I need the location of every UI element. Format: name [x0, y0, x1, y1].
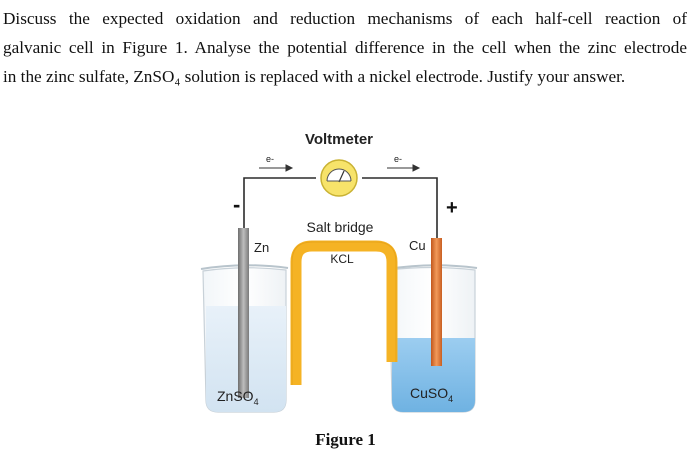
zinc-electrode [238, 228, 249, 398]
left-solution-base: ZnSO [217, 388, 254, 404]
right-solution-label: CuSO4 [410, 385, 453, 404]
figure-caption: Figure 1 [315, 430, 376, 449]
left-solution-subscript: 4 [254, 397, 259, 407]
salt-bridge-label: Salt bridge [307, 219, 374, 235]
question-line-1: Discuss the expected oxidation and reduc… [3, 9, 687, 28]
right-solution-base: CuSO [410, 385, 448, 401]
voltmeter-icon [320, 159, 358, 197]
electron-label-right: e- [394, 154, 402, 164]
question-line-2: galvanic cell in Figure 1. Analyse the p… [3, 38, 687, 57]
left-solution-label: ZnSO4 [217, 388, 259, 407]
salt-bridge [290, 240, 398, 385]
positive-terminal-sign: + [446, 197, 458, 219]
electron-label-left: e- [266, 154, 274, 164]
question-text: Discuss the expected oxidation and reduc… [3, 4, 687, 91]
question-line-3: in the zinc sulfate, ZnSO₄ solution is r… [3, 67, 626, 86]
right-solution-subscript: 4 [448, 394, 453, 404]
cu-label: Cu [409, 238, 426, 253]
kcl-label: KCL [330, 252, 354, 266]
voltmeter-label: Voltmeter [305, 131, 373, 148]
circuit-wire [243, 177, 438, 238]
electron-arrow-right [387, 164, 421, 172]
electron-arrow-left [259, 164, 294, 172]
zn-label: Zn [254, 240, 269, 255]
copper-electrode [431, 238, 442, 366]
negative-terminal-sign: - [233, 192, 240, 217]
